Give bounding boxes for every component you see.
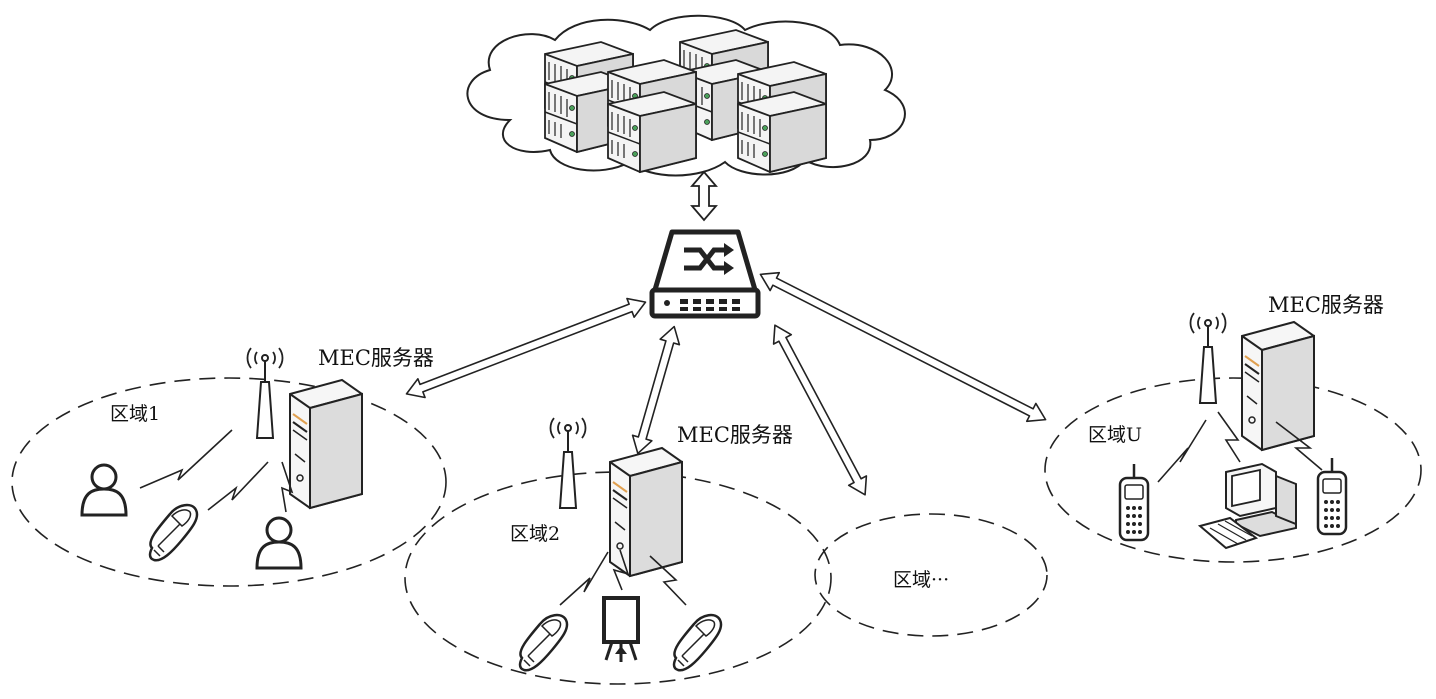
cloud-switch-arrow — [690, 170, 718, 222]
cloud-datacenter — [466, 14, 906, 177]
region-more: 区域··· — [814, 513, 1048, 637]
user-icon — [255, 516, 303, 570]
wireless-link — [139, 429, 233, 489]
wireless-link — [612, 549, 630, 591]
network-switch-icon — [649, 229, 761, 319]
wireless-link — [1217, 411, 1241, 463]
region-u: 区域U MEC服务器 — [1044, 293, 1422, 563]
rack-server — [607, 91, 697, 173]
display-screen-icon — [602, 596, 640, 662]
region-1: 区域1 MEC服务器 — [11, 346, 447, 587]
region-more-label: 区域··· — [893, 569, 949, 591]
antenna-icon — [549, 417, 587, 509]
mec-server-icon — [289, 379, 363, 509]
wireless-link — [649, 555, 687, 606]
link-arrows — [405, 271, 1047, 496]
cellphone-icon — [1118, 462, 1150, 542]
mec-server-icon — [609, 447, 683, 577]
mobile-phone-icon — [148, 503, 199, 562]
wireless-link — [1157, 419, 1207, 483]
mec-server-label: MEC服务器 — [318, 346, 434, 370]
antenna-icon — [246, 347, 284, 439]
region-1-label: 区域1 — [110, 403, 160, 425]
region-2: 区域2 MEC服务器 — [404, 417, 832, 685]
desktop-computer-icon — [1197, 462, 1297, 550]
region-2-label: 区域2 — [510, 523, 560, 545]
user-icon — [80, 463, 128, 517]
wireless-link — [1275, 421, 1323, 471]
region-u-label: 区域U — [1088, 424, 1142, 446]
wireless-link — [207, 461, 269, 511]
mec-server-label: MEC服务器 — [1268, 293, 1384, 317]
rack-server — [737, 91, 827, 173]
antenna-icon — [1189, 312, 1227, 404]
mobile-phone-icon — [518, 613, 569, 672]
wireless-link — [559, 551, 609, 606]
mec-server-icon — [1241, 321, 1315, 451]
mobile-phone-icon — [672, 613, 723, 672]
mec-server-label: MEC服务器 — [677, 423, 793, 447]
wireless-link — [280, 461, 294, 513]
